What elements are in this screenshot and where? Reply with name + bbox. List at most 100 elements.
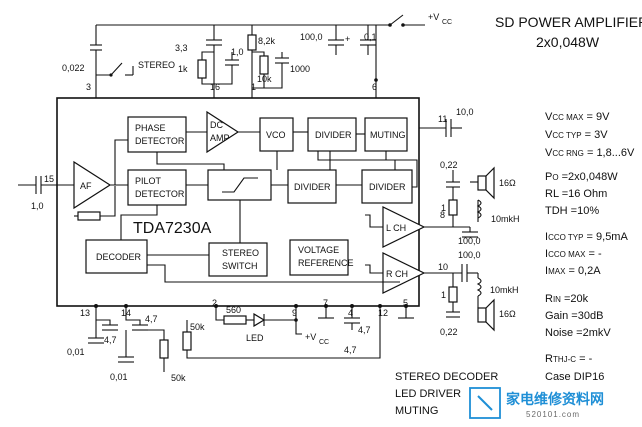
spec-po: PO =2x0,048W xyxy=(545,171,618,183)
res-82k-label: 8,2k xyxy=(258,36,276,46)
right-cap-100: 100,0 xyxy=(458,250,481,260)
pin-10: 10 xyxy=(438,262,448,272)
pin-6: 6 xyxy=(372,82,377,92)
voltage-reference-block: VOLTAGE REFERENCE xyxy=(289,239,354,276)
spec-icco-typ: ICCO TYP = 9,5mA xyxy=(545,231,628,243)
pin-3: 3 xyxy=(86,82,91,92)
spec-rthj: RTHJ-C = - xyxy=(545,353,593,365)
cap-01: 0,1 xyxy=(364,32,377,42)
resistor-560 xyxy=(223,315,247,325)
chip-name: TDA7230A xyxy=(133,220,212,237)
watermark: 家电维修资料网 520101.com xyxy=(469,387,604,419)
left-inductor-label: 10mkH xyxy=(491,214,520,224)
cap-0022-top: 0,022 xyxy=(62,63,85,73)
pin-5: 5 xyxy=(403,298,408,308)
pot-50k-a-label: 50k xyxy=(171,373,186,383)
stereo-switch-label-2: SWITCH xyxy=(222,261,258,271)
spec-list: VCC MAX = 9V VCC TYP = 3V VCC RNG = 1,8.… xyxy=(545,111,635,383)
resistor-82k xyxy=(247,34,257,51)
cap-33: 3,3 xyxy=(175,43,188,53)
stereo-switch-label-1: STEREO xyxy=(222,248,259,258)
left-res-1: 1 xyxy=(441,203,446,213)
stereo-switch-text: STEREO xyxy=(138,60,175,70)
pilot-detector-label-2: DETECTOR xyxy=(135,189,185,199)
spec-gain: Gain =30dB xyxy=(545,310,603,322)
spec-rl: RL =16 Ohm xyxy=(545,188,607,200)
voltage-reference-label-1: VOLTAGE xyxy=(298,245,339,255)
phase-detector-label-1: PHASE xyxy=(135,123,166,133)
decoder-block: DECODER xyxy=(85,239,148,274)
vcc-bot-sub: CC xyxy=(319,339,329,346)
pin-8: 8 xyxy=(440,210,445,220)
stereo-switch-block: STEREO SWITCH xyxy=(208,242,268,277)
right-speaker xyxy=(477,307,487,323)
spec-noise: Noise =2mkV xyxy=(545,327,611,339)
pin-1: 1 xyxy=(251,82,256,92)
vco-label: VCO xyxy=(266,130,286,140)
right-cap-022: 0,22 xyxy=(440,327,458,337)
function-stereo-decoder: STEREO DECODER xyxy=(395,371,498,383)
pilot-detector-block: PILOT DETECTOR xyxy=(127,169,187,206)
res-560-label: 560 xyxy=(226,305,241,315)
spec-case: Case DIP16 xyxy=(545,371,604,383)
right-channel-amp: R CH xyxy=(382,252,426,294)
dc-amp-block: DC AMP xyxy=(206,110,240,154)
cap-10-a: 1,0 xyxy=(231,47,244,57)
left-speaker-label: 16Ω xyxy=(499,178,516,188)
pin11-cap-label: 10,0 xyxy=(456,107,474,117)
left-speaker xyxy=(477,175,487,191)
left-inductor xyxy=(476,199,482,219)
decoder-label: DECODER xyxy=(96,252,142,262)
spec-rin: RIN =20k xyxy=(545,293,589,305)
pin-11: 11 xyxy=(438,114,447,124)
pin-16: 16 xyxy=(210,82,220,92)
vcc-top-sub: CC xyxy=(442,19,452,26)
spec-tdh: TDH =10% xyxy=(545,205,599,217)
pin-4: 4 xyxy=(348,308,353,318)
pin-2: 2 xyxy=(212,298,217,308)
muting-label: MUTING xyxy=(370,130,406,140)
right-inductor xyxy=(476,277,482,297)
watermark-cn: 家电维修资料网 xyxy=(506,391,604,407)
phase-detector-block: PHASE DETECTOR xyxy=(127,116,187,153)
cap-47-d: 4,7 xyxy=(344,345,357,355)
function-led-driver: LED DRIVER xyxy=(395,388,461,400)
watermark-logo-icon xyxy=(469,387,501,419)
spec-imax: IMAX = 0,2A xyxy=(545,265,601,277)
cap-47-b: 4,7 xyxy=(145,314,158,324)
diagram-title: SD POWER AMPLIFIER xyxy=(495,14,642,30)
pin-7: 7 xyxy=(323,298,328,308)
voltage-reference-label-2: REFERENCE xyxy=(298,258,354,268)
led-label: LED xyxy=(246,333,264,343)
pin-12: 12 xyxy=(378,308,388,318)
left-output-circuit: 0,22 1 100,0 10mkH 16Ω xyxy=(424,160,520,246)
muting-block: MUTING xyxy=(364,117,408,152)
r-ch-label: R CH xyxy=(386,269,408,279)
spec-vcc-max: VCC MAX = 9V xyxy=(545,111,610,123)
left-cap-022: 0,22 xyxy=(440,160,458,170)
cap-plus-mark-1: + xyxy=(345,34,350,44)
pin-15: 15 xyxy=(44,174,54,184)
pin-9: 9 xyxy=(292,308,297,318)
pot-10k xyxy=(259,55,269,75)
right-output-circuit: 100,0 1 0,22 10mkH 16Ω xyxy=(424,250,519,337)
divider-block-2: DIVIDER xyxy=(287,169,337,204)
vcc-bot-label: +V xyxy=(305,332,316,342)
right-zobel-resistor xyxy=(448,286,458,303)
cap-1000uf: 100,0 xyxy=(300,32,323,42)
divider-3-label: DIVIDER xyxy=(369,182,406,192)
top-external-circuit: +V CC 0,022 STEREO 3,3 1k 1,0 8,2k xyxy=(62,12,452,98)
resistor-1k xyxy=(197,59,207,79)
input-cap-label: 1,0 xyxy=(31,201,44,211)
cap-1000: 1000 xyxy=(290,64,310,74)
divider-block-3: DIVIDER xyxy=(361,169,413,204)
af-label: AF xyxy=(80,181,92,191)
spec-vcc-rng: VCC RNG = 1,8...6V xyxy=(545,147,635,159)
ic-body xyxy=(56,97,420,307)
vcc-top-label: +V xyxy=(428,12,439,22)
dc-amp-label-1: DC xyxy=(210,120,223,130)
res-1k-label: 1k xyxy=(178,64,188,74)
l-ch-label: L CH xyxy=(386,223,406,233)
internal-wiring xyxy=(74,131,418,283)
